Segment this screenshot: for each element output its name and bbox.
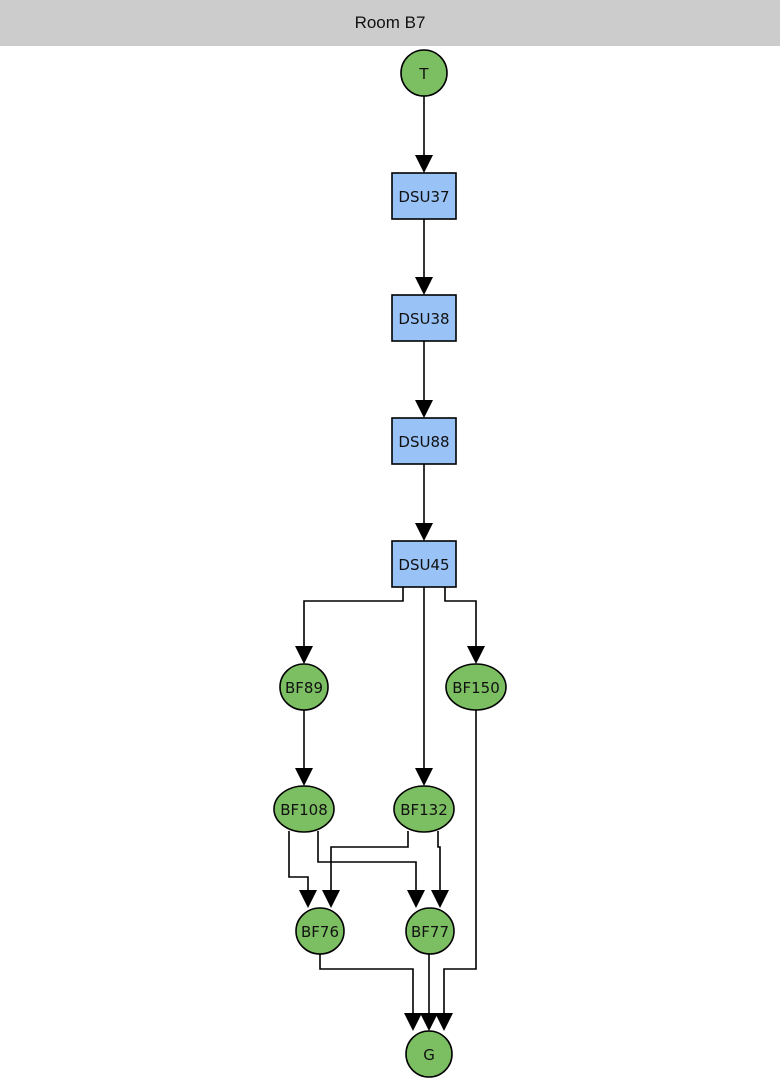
- node-bf108[interactable]: BF108: [273, 785, 335, 833]
- arrowhead-icon: [415, 277, 433, 295]
- node-bf132[interactable]: BF132: [393, 785, 455, 833]
- node-ellipse: [400, 49, 448, 97]
- node-g[interactable]: G: [405, 1030, 453, 1078]
- node-label: DSU37: [398, 188, 449, 206]
- node-ellipse: [405, 907, 455, 955]
- node-label: BF89: [285, 679, 323, 697]
- edge-line: [330, 831, 409, 894]
- node-ellipse: [273, 785, 335, 833]
- node-bf89[interactable]: BF89: [279, 663, 329, 711]
- arrowhead-icon: [415, 523, 433, 541]
- arrowhead-icon: [295, 646, 313, 664]
- node-box: [391, 417, 457, 465]
- node-bf76[interactable]: BF76: [295, 907, 345, 955]
- edge-bf108-to-bf76: [288, 831, 317, 908]
- node-label: G: [423, 1046, 435, 1064]
- edge-bf77-to-g: [420, 954, 438, 1031]
- arrowhead-icon: [420, 1013, 438, 1031]
- edge-line: [444, 587, 477, 650]
- edge-bf89-to-bf108: [295, 710, 313, 786]
- node-box: [391, 172, 457, 220]
- node-label: BF150: [452, 679, 500, 697]
- edge-dsu45-to-bf89: [295, 587, 404, 664]
- node-box: [391, 540, 457, 588]
- edge-line: [319, 954, 414, 1017]
- edge-line: [288, 831, 309, 894]
- arrowhead-icon: [467, 646, 485, 664]
- edge-bf108-to-bf77: [317, 831, 425, 908]
- edge-line: [437, 831, 441, 894]
- node-label: BF76: [301, 923, 339, 941]
- arrowhead-icon: [322, 890, 340, 908]
- arrowhead-icon: [404, 1013, 422, 1031]
- node-ellipse: [393, 785, 455, 833]
- room-title: Room B7: [354, 13, 426, 32]
- arrowhead-icon: [299, 890, 317, 908]
- node-dsu37[interactable]: DSU37: [391, 172, 457, 220]
- edge-t-to-dsu37: [415, 96, 433, 173]
- edge-dsu45-to-bf150: [444, 587, 485, 664]
- node-dsu45[interactable]: DSU45: [391, 540, 457, 588]
- node-label: BF132: [400, 801, 448, 819]
- arrowhead-icon: [407, 890, 425, 908]
- node-t[interactable]: T: [400, 49, 448, 97]
- edge-bf132-to-bf77: [431, 831, 449, 908]
- node-dsu88[interactable]: DSU88: [391, 417, 457, 465]
- node-label: BF108: [280, 801, 328, 819]
- arrowhead-icon: [415, 400, 433, 418]
- arrowhead-icon: [415, 768, 433, 786]
- node-ellipse: [405, 1030, 453, 1078]
- node-label: T: [418, 65, 429, 83]
- node-label: BF77: [411, 923, 449, 941]
- node-label: DSU45: [398, 556, 449, 574]
- arrowhead-icon: [431, 890, 449, 908]
- room-title-bar: Room B7: [0, 0, 780, 46]
- node-label: DSU88: [398, 433, 449, 451]
- node-bf77[interactable]: BF77: [405, 907, 455, 955]
- edge-dsu45-to-bf132: [415, 587, 433, 786]
- arrowhead-icon: [435, 1013, 453, 1031]
- node-label: DSU38: [398, 310, 449, 328]
- edge-line: [443, 710, 477, 1017]
- edge-bf132-to-bf76: [322, 831, 409, 908]
- node-bf150[interactable]: BF150: [445, 663, 507, 711]
- arrowhead-icon: [415, 155, 433, 173]
- node-ellipse: [279, 663, 329, 711]
- edge-dsu38-to-dsu88: [415, 341, 433, 418]
- edge-line: [303, 587, 404, 650]
- node-ellipse: [445, 663, 507, 711]
- arrowhead-icon: [295, 768, 313, 786]
- edge-dsu88-to-dsu45: [415, 464, 433, 541]
- edge-bf76-to-g: [319, 954, 422, 1031]
- edge-bf150-to-g: [435, 710, 477, 1031]
- node-dsu38[interactable]: DSU38: [391, 294, 457, 342]
- node-ellipse: [295, 907, 345, 955]
- node-box: [391, 294, 457, 342]
- edge-dsu37-to-dsu38: [415, 219, 433, 295]
- edge-line: [317, 831, 417, 894]
